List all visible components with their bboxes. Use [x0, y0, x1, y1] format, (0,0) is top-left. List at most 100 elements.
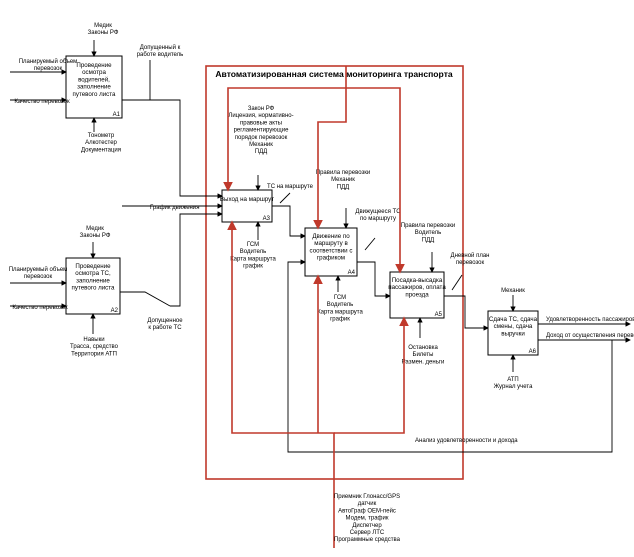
block-a6-label-line: Сдача ТС, сдача — [489, 316, 538, 323]
block-a2-label-line: путевого листа — [72, 285, 116, 292]
a5-mechanism-label-line: Остановка — [408, 345, 438, 351]
a2-control-label-line: Законы РФ — [80, 233, 111, 239]
a5-output-label-line: перевозок — [456, 260, 485, 266]
a1-mechanism-label-line: Алкотестер — [85, 140, 117, 146]
a2-mechanism-label-line: Территория АТП — [71, 351, 117, 357]
a3-control-label-line: Механик — [249, 142, 273, 148]
a2-mechanism-label-line: Трасса, средство — [70, 344, 119, 350]
a5-output-label-line: Дневной план — [451, 252, 490, 259]
a5-control-label-line: Правила перевозки — [401, 223, 455, 229]
a4-control-label-line: Механик — [331, 177, 355, 183]
system-mechanism-label-line: датчик — [358, 501, 377, 507]
a1-input-1-label-line: перевозок — [34, 66, 63, 72]
block-a4-label-line: Движение по — [312, 233, 350, 240]
a3-control-label-line: порядок перевозок — [235, 135, 288, 141]
block-a5[interactable] — [389, 271, 445, 319]
a4-output-label-line: по маршруту — [360, 216, 396, 222]
feedback-label-line: Анализ удовлетворенности и дохода — [415, 438, 518, 444]
system-title: Автоматизированная система мониторинга т… — [215, 69, 453, 79]
a4-control-label-line: ПДД — [337, 184, 349, 190]
a1-output-label-line: Допущенный к — [140, 44, 181, 51]
a1-input-2-label: Качество перевозок — [14, 99, 70, 105]
a2-input-1-label-line: Планируемый объем — [9, 266, 68, 273]
block-a5-label-line: Посадка-высадка — [392, 277, 443, 284]
system-mechanism-label-line: АвтоГраф ОЕМ-пейс — [338, 507, 396, 514]
a5-control-label-line: Водитель — [415, 230, 442, 236]
a6-mechanism-label-line: АТП — [507, 377, 519, 383]
a1-mechanism-label-line: Документация — [81, 147, 121, 153]
a3-control-label-line: Закон РФ — [248, 106, 275, 112]
system-mechanism-label-line: Программные средства — [334, 537, 401, 543]
a2-input-2-label: Качество перевозок — [12, 305, 68, 311]
block-a5-label-line: пассажиров, оплата — [388, 284, 446, 291]
a5-control-label-line: ПДД — [422, 237, 434, 243]
a3-input-label-line: График движения — [150, 205, 199, 211]
block-a3-label: Выход на маршрут — [220, 196, 274, 203]
a3-mechanism-label-line: Водитель — [240, 249, 267, 255]
block-a4-label-line: маршруту в — [314, 240, 348, 247]
block-a6-label-line: смены, сдача — [494, 323, 533, 330]
block-a4-label-line: соответствии с — [310, 247, 353, 254]
a3-mechanism-label-line: ГСМ — [247, 242, 259, 248]
block-a3-id: A3 — [263, 216, 271, 222]
a5-mechanism-label-line: Билеты — [413, 352, 434, 358]
a3-mechanism-label-line: график — [243, 264, 263, 270]
a3-control-label-line: ПДД — [255, 149, 267, 155]
a6-control-label-line: Механик — [501, 288, 525, 294]
a6-control-label: Механик — [501, 288, 525, 294]
output-2-label-line: Доход от осуществления перевозок — [546, 333, 634, 339]
a4-mechanism-label-line: график — [330, 317, 350, 323]
a4-mechanism-label-line: Карта маршрута — [317, 309, 363, 315]
a2-output-label-line: к работе ТС — [148, 325, 182, 331]
block-a2[interactable] — [65, 257, 121, 315]
block-a5-id: A5 — [435, 312, 443, 318]
block-a4[interactable] — [304, 227, 358, 277]
a2-control-label-line: Медик — [86, 226, 104, 232]
block-a2-label-line: осмотра ТС, — [75, 270, 111, 277]
block-a4-label-line: графиком — [317, 255, 345, 262]
block-a1-label-line: заполнение — [77, 84, 111, 91]
a4-control-label-line: Правила перевозки — [316, 170, 370, 176]
a3-output-label-line: ТС на маршруте — [267, 184, 314, 190]
a1-mechanism-label-line: Тонометр — [88, 133, 115, 139]
a3-control-label-line: правовые акты — [240, 120, 282, 126]
a6-mechanism-label-line: Журнал учета — [494, 384, 534, 390]
block-a1-label-line: осмотра — [82, 69, 106, 76]
system-mechanism-label-line: Диспетчер — [352, 523, 382, 529]
block-a1-label-line: Проведение — [76, 62, 112, 69]
output-2-label: Доход от осуществления перевозок — [546, 333, 634, 339]
block-a2-label-line: заполнение — [76, 277, 110, 284]
block-a1-label-line: путевого листа — [73, 91, 117, 98]
block-a6-label-line: выручки — [501, 330, 525, 337]
a2-input-2-label-line: Качество перевозок — [12, 305, 68, 311]
block-a1-label-line: водителей, — [78, 76, 110, 83]
feedback-label: Анализ удовлетворенности и дохода — [415, 438, 518, 444]
block-a4-id: A4 — [348, 270, 356, 276]
block-a1-id: A1 — [113, 112, 121, 118]
a4-output-label-line: Движущееся ТС — [355, 209, 401, 215]
block-a3-label-line: Выход на маршрут — [220, 196, 274, 203]
a1-input-2-label-line: Качество перевозок — [14, 99, 70, 105]
a4-mechanism-label-line: ГСМ — [334, 295, 346, 301]
a3-mechanism-label-line: Карта маршрута — [230, 256, 276, 262]
